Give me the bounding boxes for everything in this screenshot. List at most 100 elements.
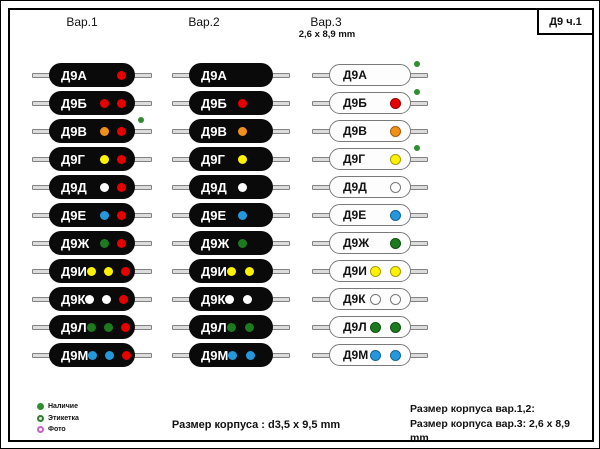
diode-label: Д9Л [343, 320, 367, 334]
marking-dot-white [238, 182, 247, 192]
diode-label: Д9Б [61, 95, 87, 111]
lead-wire-right [409, 72, 428, 78]
doc-label-box: Д9 ч.1 [537, 8, 594, 35]
marking-dots [370, 293, 410, 305]
marking-dot-orange [100, 126, 109, 136]
diode-body-var3: Д9Ж [329, 232, 411, 254]
diode-body-var3: Д9Г [329, 148, 411, 170]
marking-dots [390, 97, 410, 109]
marking-dot-yellow [226, 266, 236, 276]
diode-body-var2: Д9Г [189, 147, 273, 171]
diode-label: Д9Л [201, 319, 227, 335]
lead-wire-right [271, 128, 290, 134]
legend-label: Наличие [48, 403, 78, 410]
case-size-note: Размер корпуса : d3,5 x 9,5 mm [171, 419, 341, 431]
diode-body-var3: Д9Е [329, 204, 411, 226]
marking-dot-red [117, 154, 126, 164]
diode-body-var3: Д9Л [329, 316, 411, 338]
lead-wire-right [409, 268, 428, 274]
diode-label: Д9Ж [61, 235, 90, 251]
marking-dots [238, 98, 273, 108]
marking-dot-white [100, 182, 109, 192]
lead-wire-right [133, 240, 152, 246]
column-header-var1: Вар.1 [66, 15, 98, 29]
diode-body-var1: Д9Е [49, 203, 135, 227]
marking-dots [238, 154, 273, 164]
marking-dots [100, 182, 135, 192]
diode-body-var3: Д9Д [329, 176, 411, 198]
diode-label: Д9М [61, 347, 89, 363]
diode-label: Д9Е [61, 207, 87, 223]
diode-label: Д9М [201, 347, 229, 363]
diode-label: Д9Б [343, 96, 367, 110]
diode-body-var1: Д9Ж [49, 231, 135, 255]
marking-dots [238, 210, 273, 220]
marking-dot-blue [228, 350, 238, 360]
lead-wire-right [271, 240, 290, 246]
marking-dots [117, 70, 135, 80]
marking-dot-blue [370, 349, 381, 361]
marking-dot-yellow [370, 265, 381, 277]
marking-dots [390, 153, 410, 165]
marking-dot-green [390, 321, 401, 333]
column-subtitle-var3: 2,6 x 8,9 mm [298, 29, 356, 40]
column-header-var3: Вар.3 [310, 15, 342, 29]
marking-dot-red [120, 322, 130, 332]
marking-dots [390, 125, 410, 137]
lead-wire-right [133, 72, 152, 78]
diode-body-var1: Д9Д [49, 175, 135, 199]
marking-dot-blue [390, 349, 401, 361]
marking-dot-red [117, 210, 126, 220]
marking-dot-red [100, 98, 109, 108]
diode-body-var3: Д9А [329, 64, 411, 86]
marking-dot-red [117, 70, 126, 80]
marking-dot-green [100, 238, 109, 248]
label-tag-dot-icon [37, 414, 44, 422]
case-size-var12: Размер корпуса вар.1,2: [410, 403, 535, 415]
marking-dot-green [244, 322, 254, 332]
diode-body-var2: Д9И [189, 259, 273, 283]
diode-label: Д9Д [343, 180, 367, 194]
lead-wire-right [133, 128, 152, 134]
marking-dots [390, 181, 410, 193]
diode-label: Д9А [201, 67, 227, 83]
diode-label: Д9К [61, 291, 86, 307]
photo-dot-icon [37, 426, 44, 433]
marking-dots [226, 322, 280, 332]
diode-body-var1: Д9Б [49, 91, 135, 115]
marking-dots [100, 98, 135, 108]
diode-body-var1: Д9И [49, 259, 135, 283]
diode-body-var3: Д9К [329, 288, 411, 310]
diode-body-var1: Д9А [49, 63, 135, 87]
marking-dot-white [390, 181, 401, 193]
marking-dot-green [238, 238, 247, 248]
diode-body-var2: Д9Б [189, 91, 273, 115]
marking-dots [390, 237, 410, 249]
lead-wire-right [133, 184, 152, 190]
marking-dot-white [243, 294, 253, 304]
diode-body-var3: Д9Б [329, 92, 411, 114]
marking-dots [85, 294, 137, 304]
diode-body-var1: Д9М [49, 343, 135, 367]
marking-dots [390, 209, 410, 221]
diode-label: Д9Ж [343, 236, 370, 250]
diode-label: Д9Г [201, 151, 225, 167]
marking-dot-yellow [238, 154, 247, 164]
diode-label: Д9М [343, 348, 369, 362]
diode-label: Д9Г [61, 151, 85, 167]
diode-label: Д9Б [201, 95, 227, 111]
lead-wire-right [133, 156, 152, 162]
lead-wire-right [409, 296, 428, 302]
lead-wire-right [271, 212, 290, 218]
marking-dot-blue [105, 350, 115, 360]
marking-dots [226, 266, 280, 276]
case-size-variants-note: Размер корпуса вар.1,2: Размер корпуса в… [410, 402, 590, 446]
marking-dots [238, 126, 273, 136]
column-header-var2: Вар.2 [188, 15, 220, 29]
marking-dot-red [117, 182, 126, 192]
presence-dot-icon [414, 145, 420, 151]
diode-body-var2: Д9Е [189, 203, 273, 227]
doc-label: Д9 ч.1 [549, 15, 582, 28]
lead-wire-right [271, 100, 290, 106]
